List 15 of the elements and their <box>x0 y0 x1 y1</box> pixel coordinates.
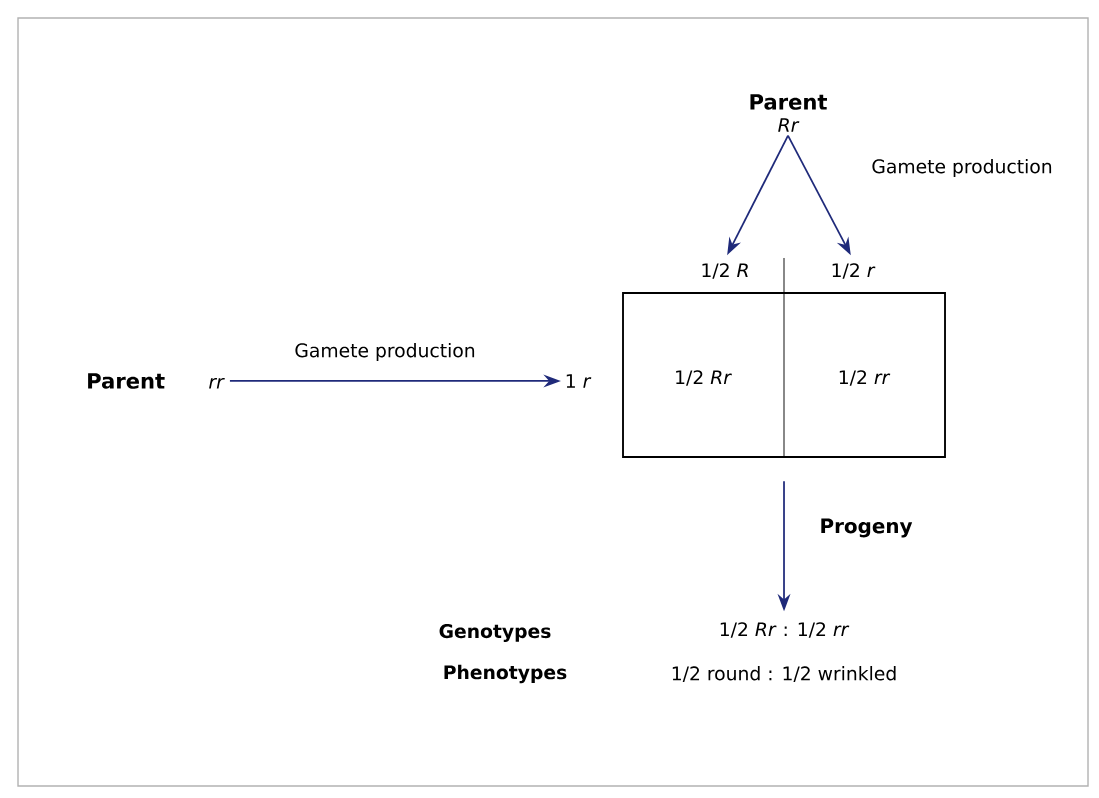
progeny-genotypes: 1/2 Rr : 1/2 rr <box>720 622 850 638</box>
punnett-square <box>622 257 946 458</box>
parent-genotype: Parent rr <box>88 373 225 389</box>
gamete-label: 1/2 r <box>832 263 876 279</box>
offspring-genotype: 1/2 rr <box>839 370 891 386</box>
parent-genotype: Parent Rr <box>750 94 827 132</box>
phenotype-ratio: 1/2 round : 1/2 wrinkled <box>672 666 896 682</box>
edge-label: Gamete production <box>292 340 478 364</box>
edge-label: Gamete production <box>869 156 1055 180</box>
edge-label: Progeny <box>817 516 915 540</box>
gamete-label: 1/2 R <box>702 263 748 279</box>
row-heading: Phenotypes <box>444 664 567 684</box>
offspring-genotype: 1/2 Rr <box>676 370 732 386</box>
gamete-label: 1 r <box>566 374 592 388</box>
row-heading: Genotypes <box>439 624 551 642</box>
